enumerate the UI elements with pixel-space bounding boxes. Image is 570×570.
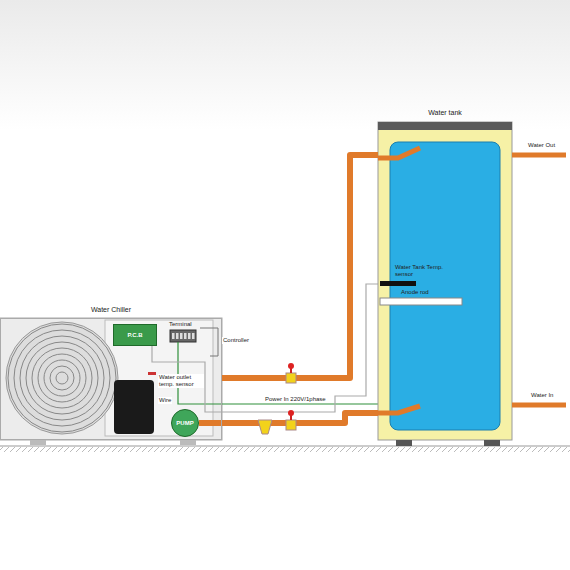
- callout-label: Power In 220V/1phase: [264, 396, 327, 403]
- callout-label: Controller: [222, 337, 250, 344]
- unit-box: Water tank: [378, 122, 512, 440]
- node-label: P.C.B: [127, 332, 142, 339]
- node-label: PUMP: [176, 420, 193, 427]
- callout-label: Anode rod: [400, 289, 430, 296]
- callout-label: Terminal: [168, 321, 193, 328]
- unit-heading: Water tank: [378, 109, 512, 117]
- callout-label: Water Out: [527, 142, 556, 149]
- callout-label: Wire: [158, 397, 172, 404]
- callout-label: Water Tank Temp. sensor: [394, 264, 456, 278]
- water-pipe: [222, 155, 378, 378]
- unit-heading: Water Chiller: [1, 306, 221, 314]
- callout-label: Water outlet temp. sensor: [158, 374, 204, 388]
- pcb-board: P.C.B: [113, 324, 157, 346]
- pump-circle: PUMP: [171, 409, 199, 437]
- callout-label: Water In: [530, 392, 554, 399]
